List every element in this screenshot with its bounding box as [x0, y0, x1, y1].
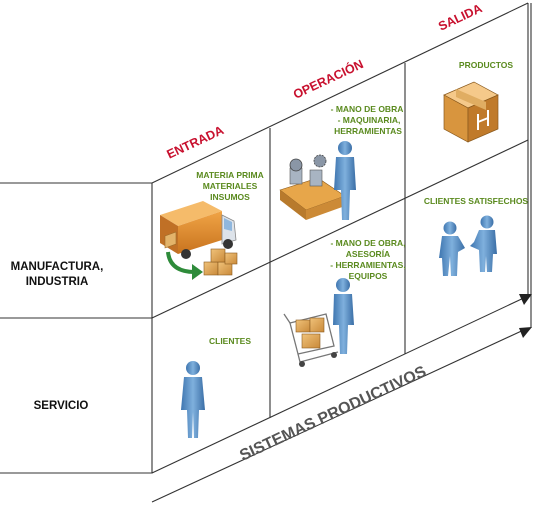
mf-entrada-line3: INSUMOS: [210, 192, 250, 202]
base-edge-1: [151, 295, 529, 474]
manufactura-operacion-text: - MANO DE OBRA - MAQUINARIA, HERRAMIENTA…: [331, 104, 404, 136]
handshake-icon: [439, 215, 497, 276]
row-label-servicio: SERVICIO: [34, 400, 89, 412]
header-salida: SALIDA: [436, 1, 484, 33]
base-edge-2: [151, 327, 529, 503]
sv-op-line3: - HERRAMIENTAS,: [330, 260, 405, 270]
header-operacion: OPERACIÓN: [291, 56, 366, 102]
green-arrowhead: [192, 264, 203, 280]
mf-op-line3: HERRAMIENTAS: [334, 126, 402, 136]
truck-icon: [160, 201, 237, 259]
grid-lines: [0, 2, 532, 503]
manufactura-entrada-text: MATERIA PRIMA MATERIALES INSUMOS: [196, 170, 264, 202]
mid-row-divider: [151, 139, 529, 319]
sv-op-line4: EQUIPOS: [349, 271, 388, 281]
front-face-outline: [0, 182, 153, 474]
sv-entrada-label: CLIENTES: [209, 336, 251, 346]
sv-salida-label: CLIENTES SATISFECHOS: [424, 196, 529, 206]
row-label-manufactura-2: INDUSTRIA: [26, 276, 89, 288]
arrowhead-lower: [519, 327, 532, 338]
sv-op-line2: ASESORÍA: [346, 249, 390, 259]
mf-salida-label: PRODUCTOS: [459, 60, 513, 70]
worker-person-icon: [334, 141, 356, 220]
shopping-cart-icon: [283, 313, 339, 367]
product-box-icon: [443, 81, 499, 143]
client-person-icon: [181, 361, 205, 438]
servicio-operacion-text: - MANO DE OBRA, ASESORÍA - HERRAMIENTAS,…: [330, 238, 405, 281]
row-label-manufactura-1: MANUFACTURA,: [11, 261, 104, 273]
mf-op-line2: - MAQUINARIA,: [338, 115, 401, 125]
stacked-boxes-icon: [203, 248, 238, 276]
machinery-icon: [279, 154, 346, 220]
sv-op-line1: - MANO DE OBRA,: [330, 238, 405, 248]
footer-sistemas-productivos: SISTEMAS PRODUCTIVOS: [237, 363, 429, 465]
shopper-person-icon: [333, 278, 354, 354]
header-entrada: ENTRADA: [165, 123, 226, 162]
top-edge: [151, 2, 529, 184]
mf-op-line1: - MANO DE OBRA: [331, 104, 404, 114]
mf-entrada-line1: MATERIA PRIMA: [196, 170, 264, 180]
green-arrow-icon: [166, 251, 196, 274]
mf-entrada-line2: MATERIALES: [203, 181, 258, 191]
arrowhead-upper: [519, 294, 532, 305]
